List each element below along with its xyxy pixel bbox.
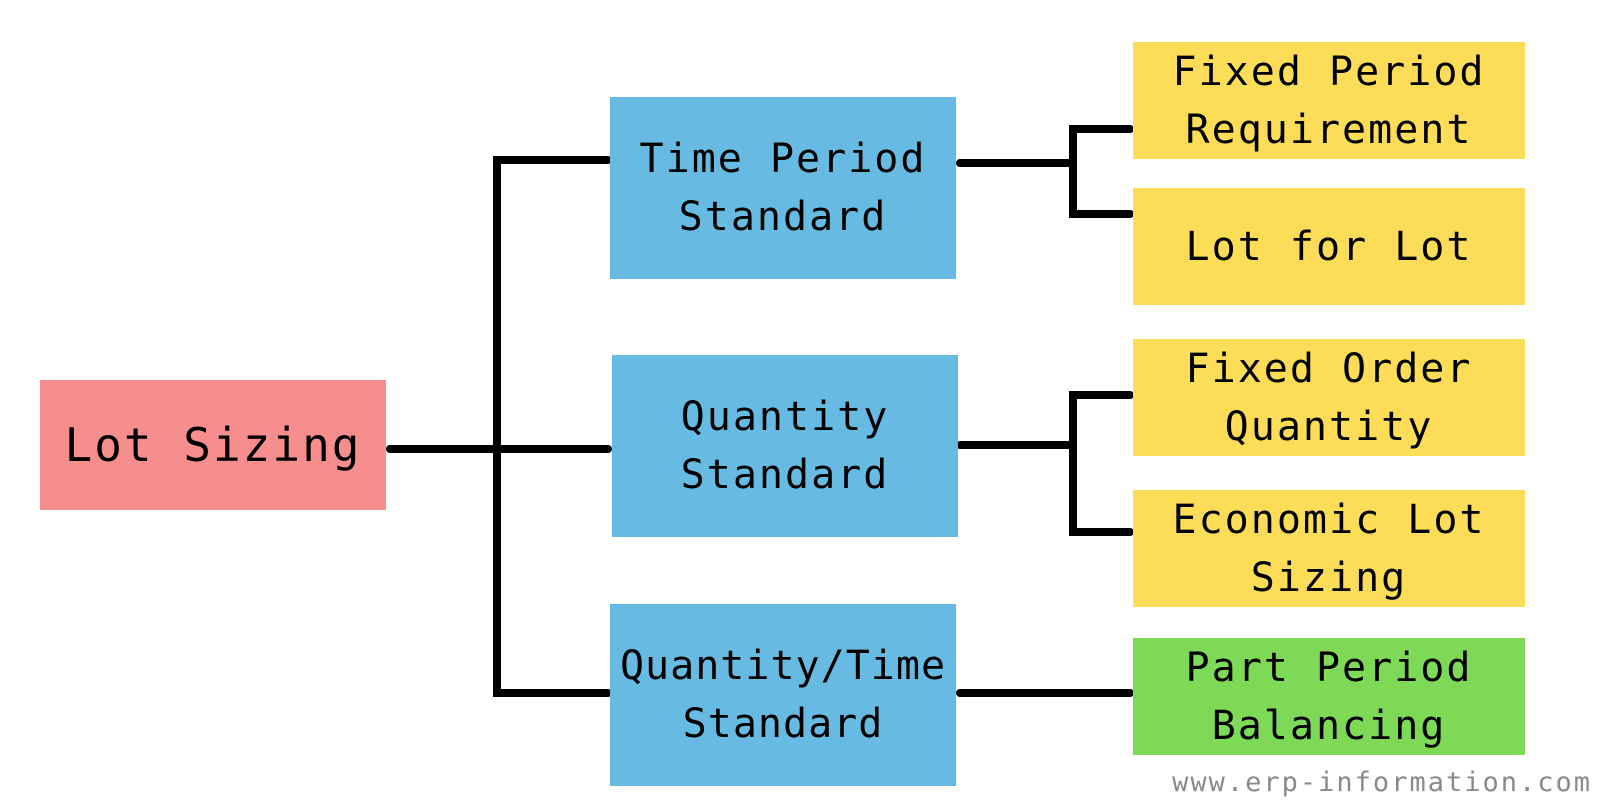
method-node-label: Fixed Order Quantity — [1185, 345, 1473, 450]
method-node-label: Lot for Lot — [1185, 223, 1473, 270]
category-node-label: Quantity/Time Standard — [619, 643, 947, 747]
category-node-quantity-standard: Quantity Standard — [612, 355, 958, 537]
quantity-to-methods-connector — [956, 391, 1134, 536]
category-node-time-period-standard: Time Period Standard — [610, 97, 956, 279]
method-node-fixed-order-quantity: Fixed Order Quantity — [1133, 339, 1525, 456]
method-node-part-period-balancing: Part Period Balancing — [1133, 638, 1525, 755]
method-node-economic-lot-sizing: Economic Lot Sizing — [1133, 490, 1525, 607]
root-to-categories-connector — [386, 156, 612, 697]
method-node-fixed-period-requirement: Fixed Period Requirement — [1133, 42, 1525, 159]
method-node-label: Economic Lot Sizing — [1172, 496, 1486, 601]
root-node-label: Lot Sizing — [64, 418, 362, 472]
category-node-label: Time Period Standard — [639, 136, 927, 240]
method-node-label: Part Period Balancing — [1185, 644, 1473, 749]
website-watermark: www.erp-information.com — [1172, 767, 1592, 798]
root-node-lot-sizing: Lot Sizing — [40, 380, 386, 510]
method-node-label: Fixed Period Requirement — [1172, 48, 1486, 153]
category-node-quantity-time-standard: Quantity/Time Standard — [610, 604, 956, 786]
time-period-to-methods-connector — [956, 125, 1134, 218]
method-node-lot-for-lot: Lot for Lot — [1133, 188, 1525, 305]
category-node-label: Quantity Standard — [680, 394, 890, 498]
